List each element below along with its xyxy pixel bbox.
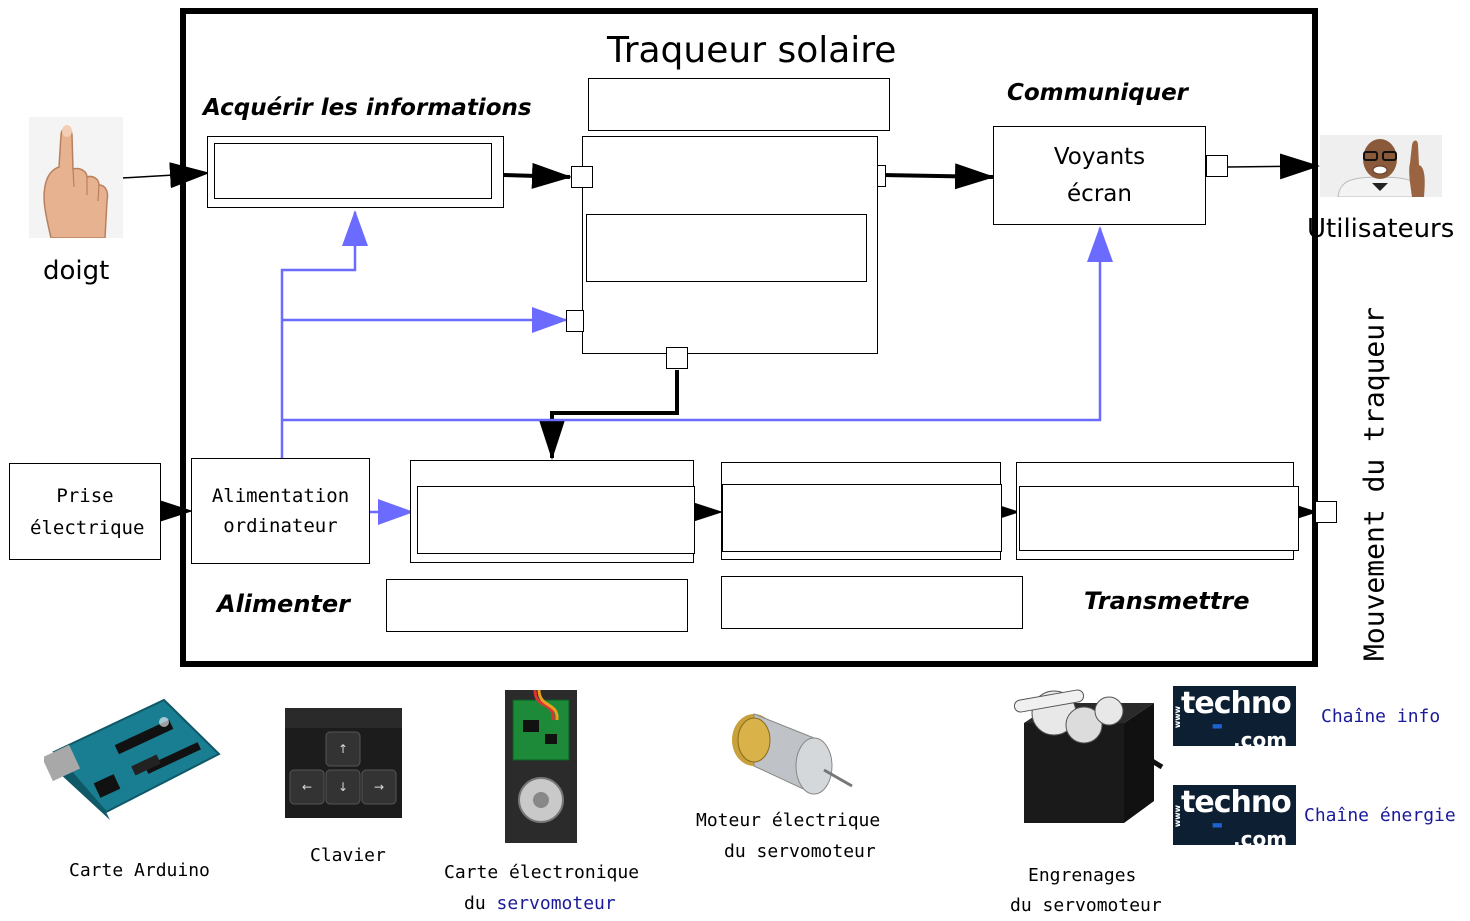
arrow-traiter-to-distribuer: [539, 370, 679, 460]
logo-www-info: www: [1173, 706, 1182, 729]
port-communiquer-out: [1206, 155, 1228, 177]
caption-moteur-line1: Moteur électrique: [696, 810, 881, 831]
label-communiquer: Communiquer: [1007, 80, 1189, 106]
prise-block: Prise électrique: [9, 463, 161, 560]
traiter-inner: [586, 214, 867, 282]
port-traiter-in-energy: [566, 310, 584, 332]
arrow-acquerir-to-traiter: [502, 162, 572, 189]
system-boundary: [180, 8, 1318, 667]
finger-image: [29, 117, 123, 238]
servomoteur-link[interactable]: servomoteur: [496, 893, 616, 914]
logo-line3-info: .com: [1233, 728, 1288, 746]
acquerir-inner: [214, 143, 492, 199]
convertir-inner: [722, 484, 1002, 552]
gears-image: [1014, 689, 1164, 823]
keyboard-image: ↑ ← ↓ →: [285, 708, 402, 818]
acquerir-block: [207, 136, 504, 208]
techno-flash-logo-energie: www techno -flash .com: [1173, 785, 1296, 845]
label-acquerir: Acquérir les informations: [203, 95, 532, 121]
caption-clavier: Clavier: [310, 845, 386, 866]
svg-text:←: ←: [302, 780, 312, 794]
caption-engrenages-line1: Engrenages: [1028, 865, 1137, 886]
port-transmettre-out: [1315, 501, 1337, 523]
arduino-image: [44, 698, 221, 820]
traiter-label-box: [588, 78, 890, 131]
voyants-label: Voyants écran: [1053, 143, 1146, 207]
convertir-component-box: [721, 576, 1023, 629]
transmettre-block: [1016, 462, 1299, 560]
utilisateurs-label: Utilisateurs: [1307, 214, 1455, 244]
port-traiter-out-bottom: [666, 347, 688, 369]
logo-line1-info: techno: [1181, 686, 1292, 721]
logo-line2-energie: -flash: [1211, 807, 1290, 845]
svg-text:→: →: [374, 780, 384, 794]
caption-moteur-line2: du servomoteur: [724, 841, 876, 862]
voyants-block: Voyants écran: [993, 126, 1206, 225]
convertir-block: [721, 462, 1002, 560]
legend-info: Chaîne info: [1321, 706, 1441, 727]
techno-flash-logo-info: www techno -flash .com: [1173, 686, 1296, 746]
doigt-label: doigt: [43, 256, 110, 286]
caption-carte-line2: du servomoteur: [464, 893, 616, 914]
logo-line2-info: -flash: [1211, 708, 1290, 746]
caption-carte-prefix: du: [464, 893, 497, 914]
port-traiter-out-top: [877, 165, 886, 187]
prise-label: Prise électrique: [30, 484, 145, 539]
caption-arduino: Carte Arduino: [69, 860, 210, 881]
arrow-communiquer-to-users: [1227, 153, 1320, 180]
label-transmettre: Transmettre: [1084, 587, 1250, 615]
alimentation-label: Alimentation ordinateur: [211, 485, 350, 537]
diagram-title: Traqueur solaire: [607, 30, 897, 71]
alimenter-component-box: [386, 579, 688, 632]
svg-text:↑: ↑: [338, 742, 348, 756]
arrow-traiter-to-communiquer: [884, 163, 995, 190]
caption-engrenages-line2: du servomoteur: [1010, 895, 1162, 916]
svg-text:↓: ↓: [338, 780, 348, 794]
motor-image: [732, 713, 853, 795]
mouvement-label: Mouvement du traqueur: [1357, 306, 1391, 662]
label-alimenter: Alimenter: [217, 590, 350, 618]
energy-to-acquerir: [280, 210, 368, 460]
logo-line1-energie: techno: [1181, 785, 1292, 820]
distribuer-inner: [417, 486, 695, 554]
transmettre-inner: [1019, 486, 1299, 551]
port-traiter-in-info: [571, 166, 593, 188]
arrow-doigt-to-acquerir: [121, 162, 210, 189]
users-image: [1320, 135, 1442, 197]
logo-line3-energie: .com: [1233, 827, 1288, 845]
caption-carte-line1: Carte électronique: [444, 862, 640, 883]
servo-board-image: [505, 690, 577, 843]
legend-energie: Chaîne énergie: [1304, 805, 1456, 826]
distribuer-block: [410, 460, 695, 563]
energy-to-communiquer: [282, 226, 1113, 422]
alimentation-block: Alimentation ordinateur: [191, 458, 370, 564]
traiter-block: [582, 136, 878, 354]
logo-www-energie: www: [1173, 805, 1182, 828]
